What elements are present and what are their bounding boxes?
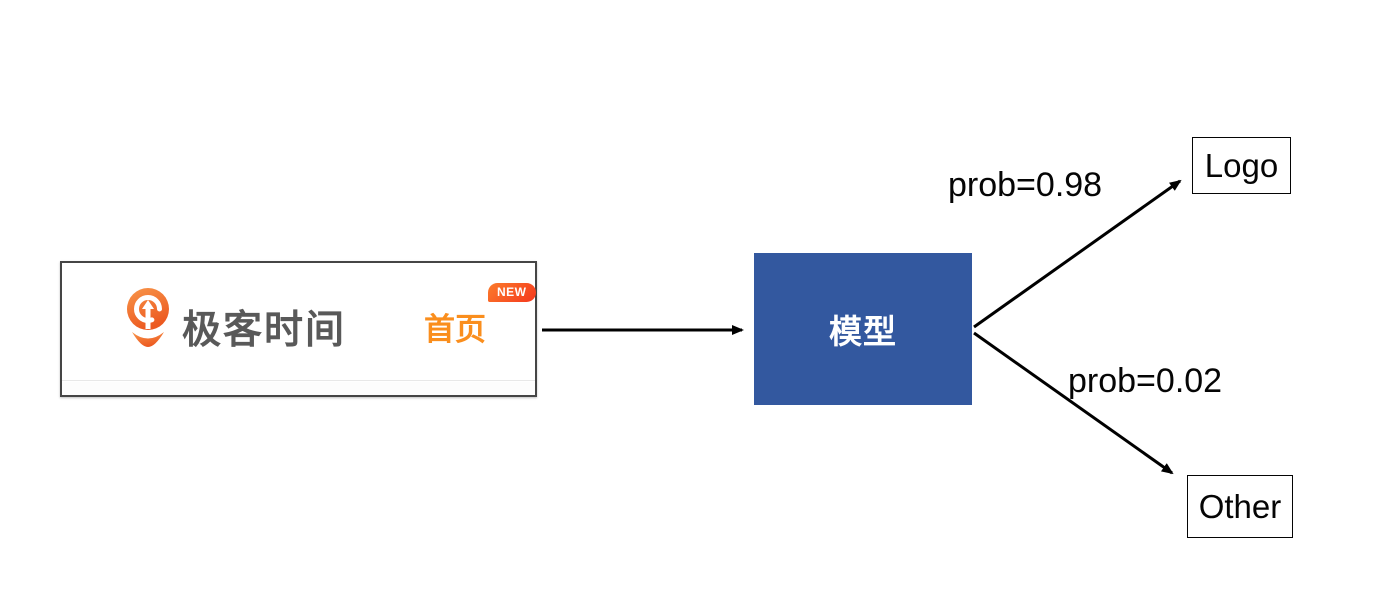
header-divider [62, 380, 535, 381]
new-badge: NEW [488, 283, 536, 302]
header-substrip [62, 382, 535, 395]
outcome-box-other: Other [1187, 475, 1293, 538]
prob-label-logo: prob=0.98 [948, 166, 1103, 204]
nav-item-home: 首页 [424, 312, 486, 347]
outcome-box-logo: Logo [1192, 137, 1291, 194]
model-box: 模型 [754, 253, 972, 405]
input-screenshot-card: 极客时间 首页 NEW [60, 261, 537, 397]
prob-label-other: prob=0.02 [1068, 362, 1223, 400]
brand-name: 极客时间 [182, 309, 347, 352]
geektime-logo-icon [127, 288, 169, 347]
arrow-model-to-other [973, 331, 1174, 475]
